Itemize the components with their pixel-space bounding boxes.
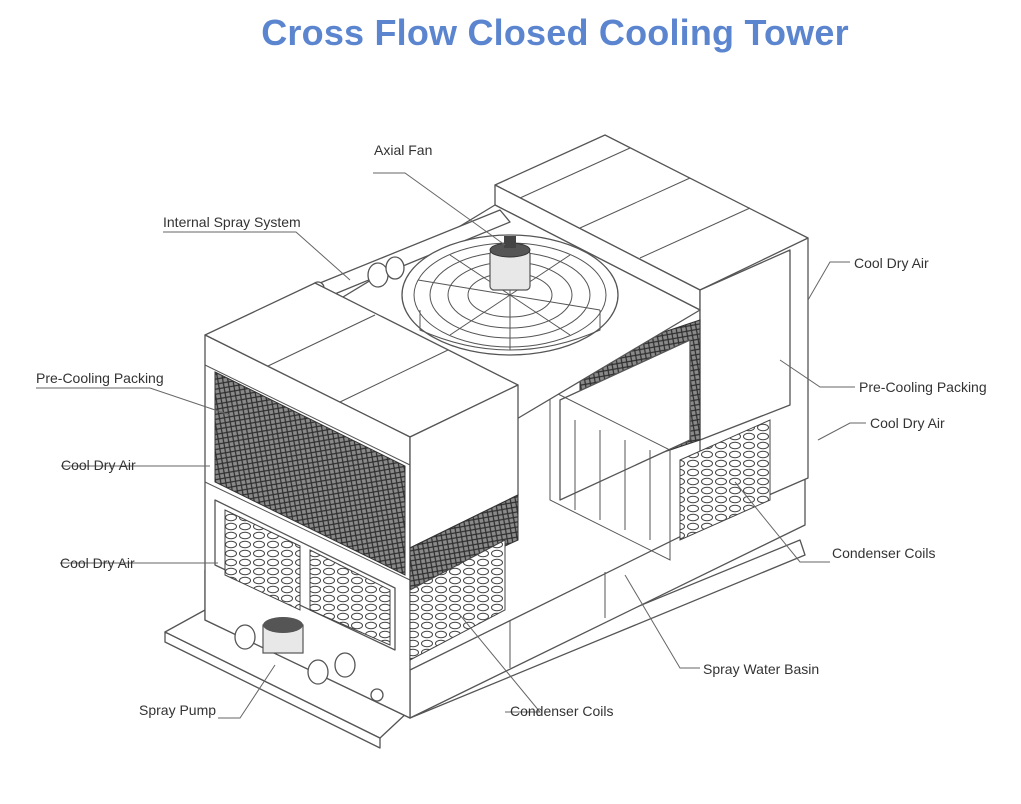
labels: Axial Fan Internal Spray System Cool Dry… [36,142,987,719]
label-cool-dry-air-right-top: Cool Dry Air [854,255,929,271]
label-cool-dry-air-left-top: Cool Dry Air [61,457,136,473]
label-cool-dry-air-left-bottom: Cool Dry Air [60,555,135,571]
label-condenser-coils-right: Condenser Coils [832,545,936,561]
label-condenser-coils-bottom: Condenser Coils [510,703,614,719]
left-module [204,282,519,719]
spray-pump [234,617,384,702]
condenser-coils-bottom [409,539,506,661]
axial-fan [401,234,619,356]
label-pre-cooling-packing-right: Pre-Cooling Packing [859,379,987,395]
label-spray-pump: Spray Pump [139,702,216,718]
label-internal-spray-system: Internal Spray System [163,214,301,230]
label-cool-dry-air-right-mid: Cool Dry Air [870,415,945,431]
label-pre-cooling-packing-left: Pre-Cooling Packing [36,370,164,386]
condenser-coils-right [679,419,771,541]
pre-cooling-packing-left-mesh [214,371,406,576]
label-axial-fan: Axial Fan [374,142,432,158]
condenser-coils-left-lower [224,509,301,611]
leader-lines [36,172,866,719]
page-title: Cross Flow Closed Cooling Tower [261,12,849,53]
label-spray-water-basin: Spray Water Basin [703,661,819,677]
